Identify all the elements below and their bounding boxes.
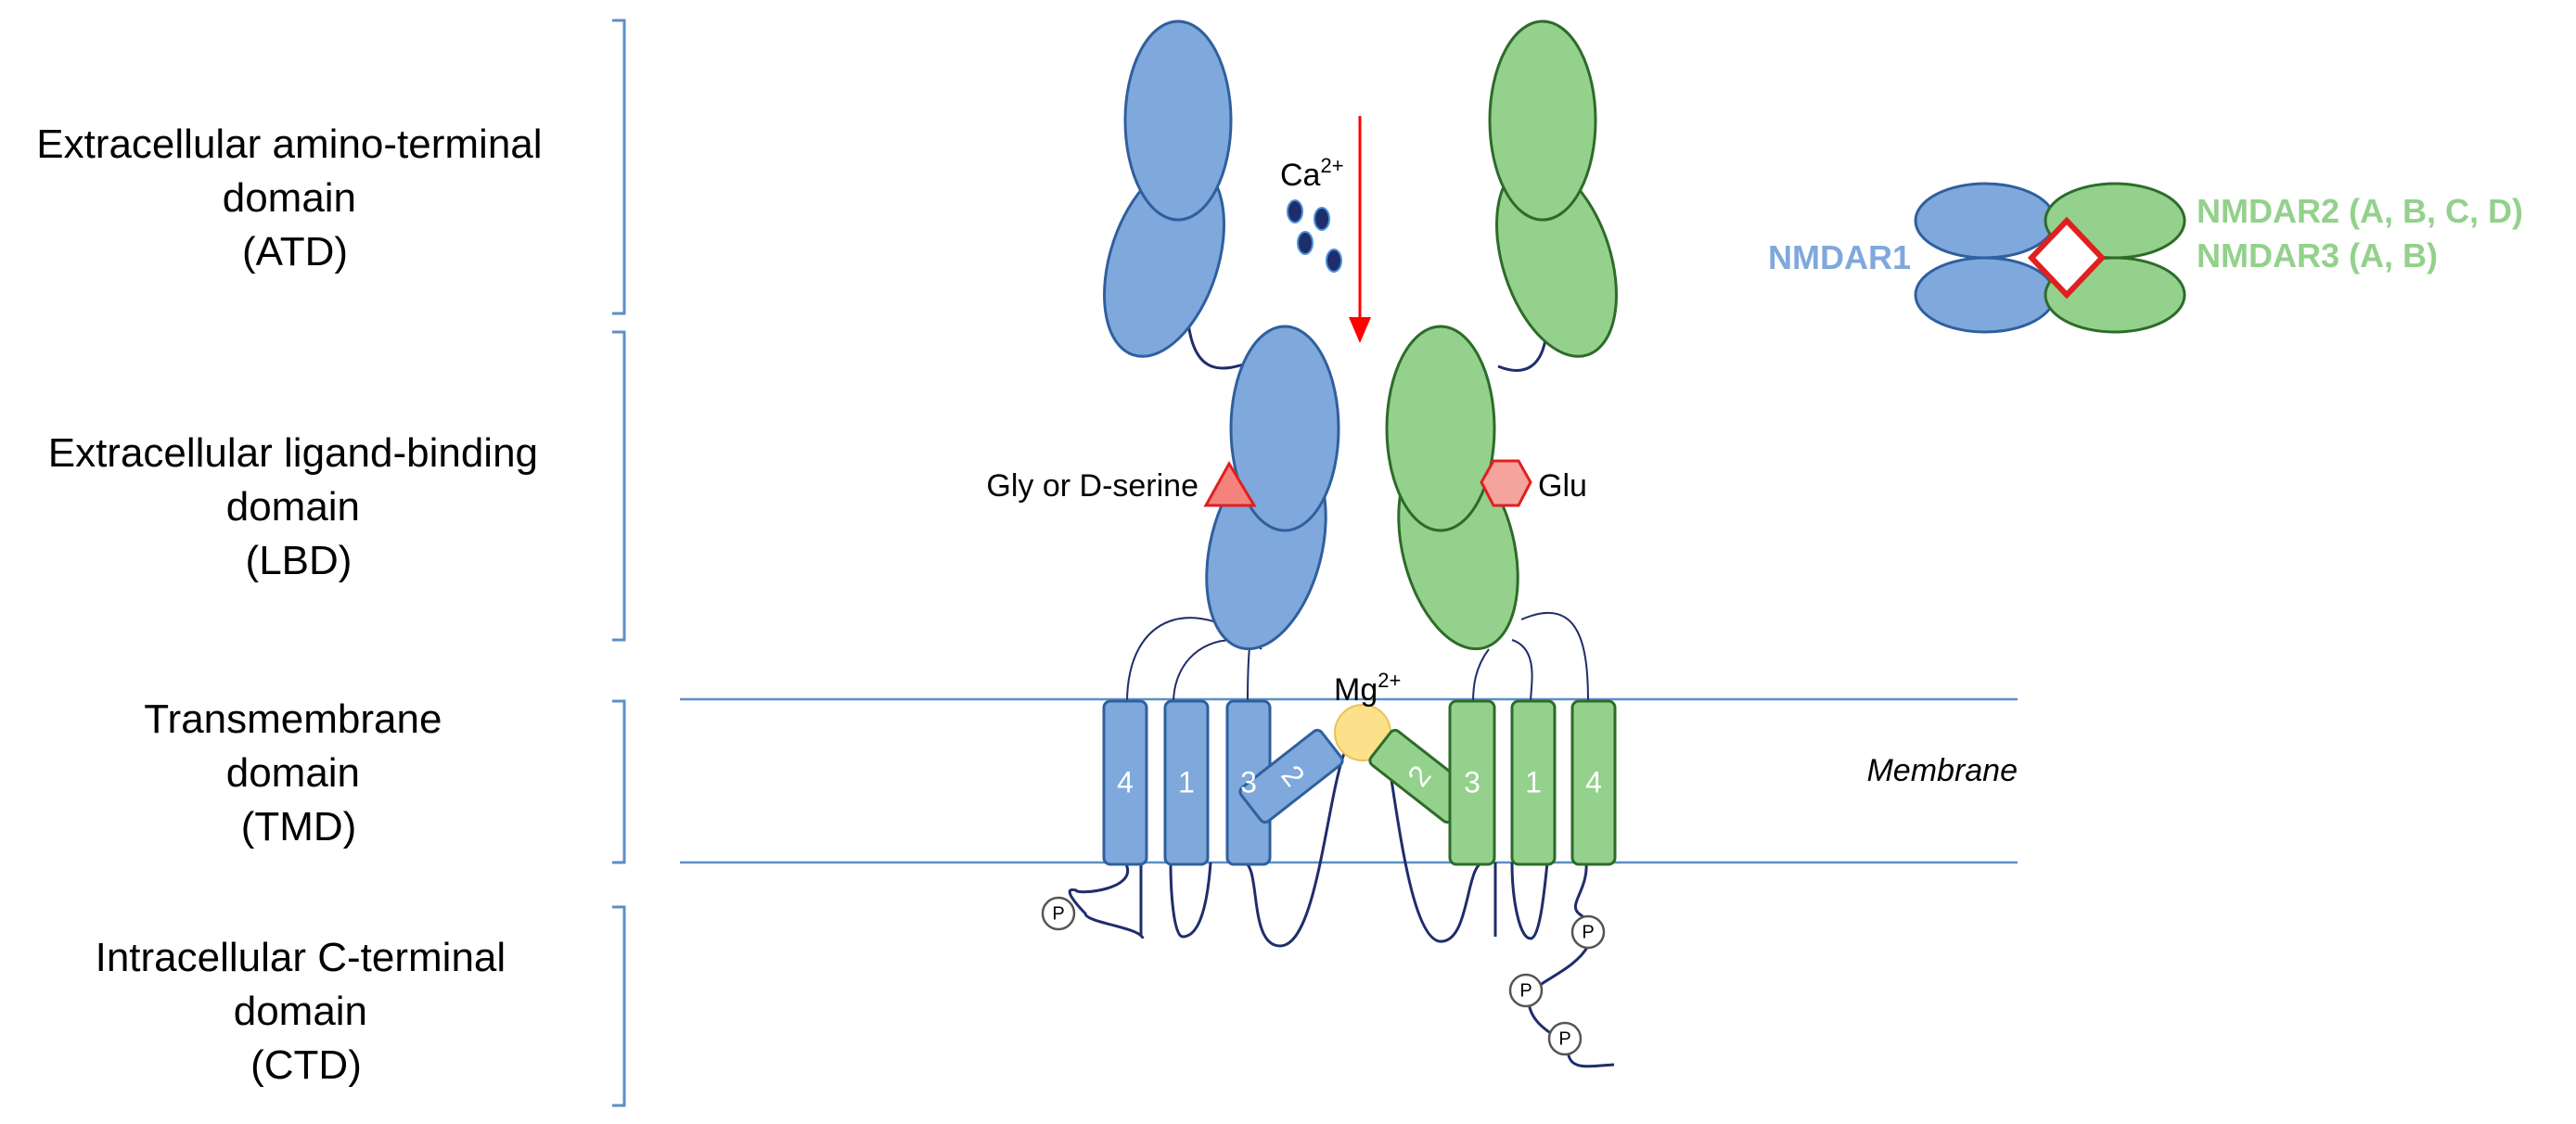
calcium-label: Ca2+ bbox=[1280, 154, 1344, 193]
linker-lbd-tmd-right bbox=[1472, 648, 1490, 704]
calcium-ions bbox=[1287, 199, 1342, 273]
tm-segment-green-3 bbox=[1448, 699, 1496, 866]
magnesium-symbol: Mg bbox=[1334, 672, 1378, 708]
domain-label-line: Intracellular C-terminal bbox=[96, 935, 506, 980]
segment-number: 4 bbox=[1585, 765, 1602, 798]
linkers bbox=[1068, 313, 1615, 1068]
phospho-label: P bbox=[1582, 922, 1594, 942]
domain-label-tmd: Transmembrane domain (TMD) bbox=[144, 696, 453, 849]
subunit-legend: NMDAR1 NMDAR2 (A, B, C, D) NMDAR3 (A, B) bbox=[1768, 182, 2523, 334]
magnesium-block: Mg2+ bbox=[1334, 669, 1401, 761]
atd-lobe-blue-upper bbox=[1123, 19, 1233, 222]
calcium-symbol: Ca bbox=[1280, 158, 1321, 193]
pore-loop-right bbox=[1510, 862, 1549, 940]
bracket-atd bbox=[612, 19, 626, 315]
ctd-tail-left bbox=[1068, 862, 1145, 939]
membrane bbox=[680, 697, 2018, 864]
calcium-ion bbox=[1326, 249, 1342, 273]
domain-label-line: domain bbox=[234, 989, 367, 1034]
domain-label-atd: Extracellular amino-terminal domain (ATD… bbox=[36, 121, 554, 275]
domain-label-lbd: Extracellular ligand-binding domain (LBD… bbox=[48, 430, 550, 583]
subunit2-tmd bbox=[1368, 699, 1617, 866]
calcium-ion bbox=[1314, 207, 1330, 231]
pore-loop-left bbox=[1169, 862, 1212, 939]
glutamate-hexagon bbox=[1480, 459, 1532, 507]
segment-number: 3 bbox=[1464, 765, 1480, 798]
bracket-lbd bbox=[612, 330, 626, 642]
segment-number: 1 bbox=[1525, 765, 1542, 798]
domain-label-line: (ATD) bbox=[242, 229, 348, 275]
calcium-flow: Ca2+ bbox=[1280, 116, 1371, 343]
phospho-circle bbox=[1570, 914, 1606, 950]
bracket-tmd bbox=[612, 699, 626, 864]
linker-lbd-tmd-right bbox=[1511, 639, 1533, 704]
domain-label-line: domain bbox=[226, 484, 360, 530]
phospho-site: P bbox=[1547, 1021, 1583, 1056]
tm-segment-green-4 bbox=[1570, 699, 1617, 866]
phospho-site: P bbox=[1570, 914, 1606, 950]
calcium-ion bbox=[1287, 199, 1303, 224]
linker-lbd-tmd-right bbox=[1520, 612, 1589, 704]
phospho-circle bbox=[1547, 1021, 1583, 1056]
calcium-ion bbox=[1297, 231, 1314, 255]
tm-segment-blue-2 bbox=[1238, 728, 1344, 824]
linker-lbd-tmd-left bbox=[1247, 646, 1250, 704]
legend-blue-ellipse bbox=[1914, 182, 2057, 260]
phospho-sites: P P P P bbox=[1041, 896, 1606, 1056]
legend-pore-diamond bbox=[2027, 216, 2107, 300]
legend-label-nmdar3: NMDAR3 (A, B) bbox=[2197, 236, 2438, 275]
glycine-label: Gly or D-serine bbox=[986, 468, 1198, 504]
phospho-circle bbox=[1508, 973, 1544, 1008]
atd-lobe-green-upper bbox=[1488, 19, 1597, 222]
membrane-label: Membrane bbox=[1866, 753, 2018, 788]
tm-segment-blue-1 bbox=[1163, 699, 1210, 866]
subunit2-atd bbox=[1488, 19, 1618, 358]
linker-atd-lbd-left bbox=[1185, 313, 1253, 370]
phospho-site: P bbox=[1508, 973, 1544, 1008]
subunit1-atd bbox=[1103, 19, 1233, 358]
lbd-lobe-green-upper bbox=[1385, 325, 1496, 532]
domain-label-line: Extracellular ligand-binding bbox=[48, 430, 538, 476]
legend-blue-ellipse bbox=[1914, 256, 2057, 334]
domain-label-ctd: Intracellular C-terminal domain (CTD) bbox=[96, 935, 518, 1088]
domain-label-line: domain bbox=[226, 750, 360, 796]
pore-loop-right bbox=[1385, 752, 1485, 943]
domain-label-line: (CTD) bbox=[250, 1042, 362, 1088]
magnesium-charge: 2+ bbox=[1378, 669, 1401, 692]
ligand-glycine: Gly or D-serine bbox=[986, 461, 1257, 507]
bracket-ctd bbox=[612, 905, 626, 1107]
phospho-label: P bbox=[1519, 980, 1532, 1001]
domain-label-line: (LBD) bbox=[246, 538, 352, 583]
glutamate-label: Glu bbox=[1538, 468, 1587, 504]
domain-label-line: Extracellular amino-terminal bbox=[36, 121, 542, 167]
glycine-triangle bbox=[1203, 461, 1257, 507]
calcium-charge: 2+ bbox=[1320, 154, 1343, 177]
domain-brackets bbox=[612, 19, 626, 1107]
magnesium-label: Mg2+ bbox=[1334, 669, 1401, 708]
legend-label-nmdar2: NMDAR2 (A, B, C, D) bbox=[2197, 192, 2523, 230]
tm-segment-green-1 bbox=[1510, 699, 1557, 866]
subunit1-tmd bbox=[1102, 699, 1344, 866]
domain-label-line: (TMD) bbox=[241, 804, 357, 849]
ligand-glutamate: Glu bbox=[1480, 459, 1587, 507]
calcium-arrow-head bbox=[1349, 317, 1371, 343]
linker-atd-lbd-right bbox=[1497, 333, 1548, 372]
pore-loop-left bbox=[1242, 750, 1347, 948]
segment-number: 1 bbox=[1178, 765, 1195, 798]
tm-segment-blue-4 bbox=[1102, 699, 1148, 866]
legend-label-nmdar1: NMDAR1 bbox=[1768, 238, 1911, 276]
domain-label-line: Transmembrane bbox=[144, 696, 442, 742]
lbd-lobe-blue-upper bbox=[1229, 325, 1340, 532]
phospho-label: P bbox=[1558, 1028, 1570, 1049]
phospho-label: P bbox=[1052, 903, 1064, 924]
phospho-site: P bbox=[1041, 896, 1076, 931]
linker-lbd-tmd-left bbox=[1173, 639, 1235, 704]
segment-number: 4 bbox=[1117, 765, 1134, 798]
domain-label-line: domain bbox=[223, 175, 356, 221]
phospho-circle bbox=[1041, 896, 1076, 931]
segment-number: 3 bbox=[1240, 765, 1257, 798]
